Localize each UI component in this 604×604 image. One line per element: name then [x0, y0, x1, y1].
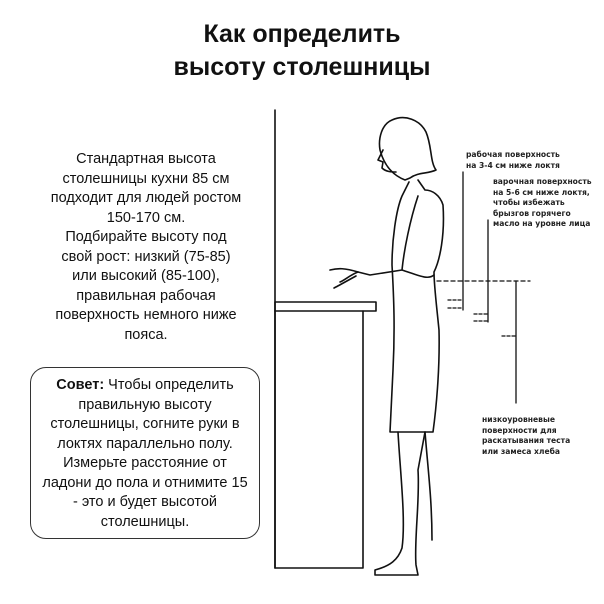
- intro-line: подходит для людей ростом: [50, 190, 242, 206]
- note-line: рабочая поверхность: [466, 150, 560, 159]
- intro-text: Стандартная высота столешницы кухни 85 с…: [30, 150, 262, 345]
- note-work-surface: рабочая поверхность на 3-4 см ниже локтя: [466, 150, 560, 171]
- note-low-surface: низкоуровневые поверхности для раскатыва…: [482, 415, 570, 457]
- intro-line: Стандартная высота: [76, 151, 216, 167]
- tip-label: Совет:: [56, 377, 105, 393]
- note-cooking-surface: варочная поверхность на 5-6 см ниже локт…: [493, 177, 592, 230]
- woman-figure: [329, 116, 445, 576]
- countertop: [274, 301, 377, 312]
- note-line: на 3-4 см ниже локтя: [466, 160, 560, 170]
- note-line: масло на уровне лица: [493, 219, 591, 228]
- intro-line: свой рост: низкий (75-85): [61, 248, 231, 265]
- intro-line: 150-170 см.: [106, 209, 186, 226]
- intro-line: пояса.: [124, 326, 168, 343]
- intro-line: столешницы кухни 85 см: [62, 170, 230, 187]
- intro-line: Подбирайте высоту под: [65, 229, 227, 245]
- page-title: Как определить высоту столешницы: [0, 18, 604, 84]
- title-line-1: Как определить: [203, 20, 401, 48]
- note-line: поверхности для: [482, 425, 557, 435]
- note-line: или замеса хлеба: [482, 446, 561, 456]
- note-line: раскатывания теста: [482, 436, 571, 445]
- title-line-2: высоту столешницы: [173, 53, 431, 81]
- height-markers: [436, 171, 531, 404]
- cabinet: [274, 310, 364, 569]
- intro-line: или высокий (85-100),: [72, 268, 220, 284]
- tip-box: Совет: Чтобы определить правильную высот…: [30, 367, 260, 539]
- intro-line: правильная рабочая: [76, 287, 216, 304]
- note-line: чтобы избежать: [493, 198, 565, 207]
- note-line: на 5-6 см ниже локтя,: [493, 187, 590, 197]
- note-line: варочная поверхность: [493, 177, 592, 186]
- note-line: брызгов горячего: [493, 208, 571, 218]
- note-line: низкоуровневые: [482, 415, 555, 424]
- intro-line: поверхность немного ниже: [55, 307, 237, 323]
- tip-text: Чтобы определить правильную высоту столе…: [42, 377, 248, 530]
